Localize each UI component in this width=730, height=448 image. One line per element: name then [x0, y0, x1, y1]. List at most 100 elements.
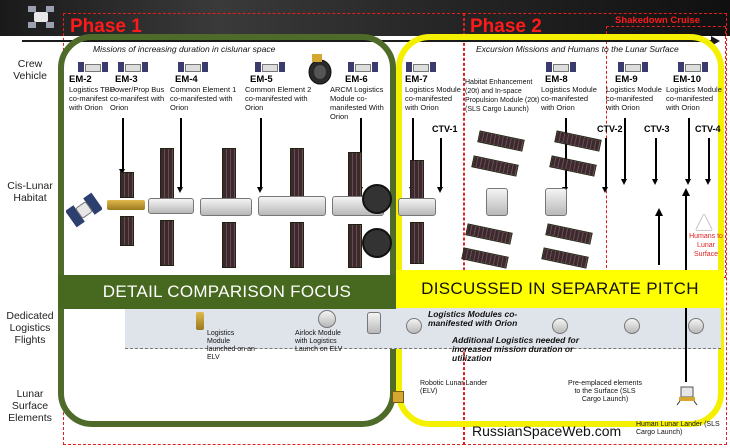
orion-icon [118, 62, 148, 72]
row-label-surface: Lunar Surface Elements [8, 388, 52, 424]
solar-array [348, 152, 362, 200]
habitat-module [107, 200, 145, 210]
orion-icon [546, 62, 576, 72]
habitat-module [486, 188, 508, 216]
arrow-up [658, 215, 660, 265]
arrow-down [562, 118, 568, 193]
arcm-dish-icon [362, 184, 392, 214]
airlock-label: Airlock Module with Logistics Launch on … [295, 330, 343, 353]
orion-icon [678, 62, 708, 72]
elv-logistics-label: Logistics Module launched on an ELV [207, 330, 255, 361]
arrow-down [119, 118, 125, 175]
orion-icon [255, 62, 285, 72]
orion-icon [78, 62, 108, 72]
solar-array [160, 148, 174, 200]
arrow-down [602, 138, 608, 193]
habitat-module [148, 198, 194, 214]
humans-to-surface-label: Humans to Lunar Surface [689, 233, 723, 258]
arrow-down [257, 118, 263, 193]
arrow-down [652, 138, 658, 185]
mission-em9-title: EM-9 [615, 74, 638, 85]
human-lander-label: Human Lunar Lander (SLS Cargo Launch) [636, 421, 720, 436]
additional-logistics-caption: Additional Logistics needed for increase… [452, 335, 580, 363]
ctv-3-label: CTV-3 [644, 124, 670, 134]
mission-em7-desc: Logistics Module co-manifested with Orio… [405, 85, 461, 112]
arrow-down [705, 138, 711, 185]
phase-2-title: Phase 2 [470, 16, 542, 37]
robotic-lander-icon [392, 391, 404, 403]
phase-2-outline [463, 13, 727, 445]
mission-em6-desc: ARCM Logistics Module co-manifested With… [330, 85, 384, 121]
mission-em7-title: EM-7 [405, 74, 428, 85]
mission-em2-desc: Logistics TBD co-manifest with Orion [69, 85, 116, 112]
detail-comparison-band: DETAIL COMPARISON FOCUS [58, 275, 396, 309]
arrow-down [685, 118, 691, 185]
logistics-module-icon [552, 318, 568, 334]
phase-1-subtitle: Missions of increasing duration in cislu… [93, 44, 276, 54]
mission-em9-desc: Logistics Module co-manifested with Orio… [606, 85, 662, 112]
arrow-down [177, 118, 183, 193]
orion-icon [178, 62, 208, 72]
mission-em5-title: EM-5 [250, 74, 273, 85]
habitat-module [398, 198, 436, 216]
solar-array [120, 172, 134, 198]
solar-array [410, 160, 424, 202]
mission-em4-title: EM-4 [175, 74, 198, 85]
phase-2-subtitle: Excursion Missions and Humans to the Lun… [476, 44, 679, 54]
habitat-module [545, 188, 567, 216]
logistics-module-icon [624, 318, 640, 334]
ctv-4-label: CTV-4 [695, 124, 721, 134]
logistics-module-icon [688, 318, 704, 334]
mission-em5-desc: Common Element 2 co-manifested with Orio… [245, 85, 312, 112]
solar-array [160, 220, 174, 266]
mission-em10-title: EM-10 [673, 74, 701, 85]
phase-2-box [396, 34, 724, 427]
ctv-1-label: CTV-1 [432, 124, 458, 134]
mission-em3-desc: Power/Prop Bus co-manifest with Orion [110, 85, 165, 112]
habitat-stack-em2 [65, 190, 103, 230]
phase-1-title: Phase 1 [70, 16, 142, 37]
solar-array [410, 222, 424, 264]
arcm-icon [304, 52, 332, 86]
station-icon [26, 4, 56, 30]
habitat-module [200, 198, 252, 216]
preemplaced-label: Pre-emplaced elements to the Surface (SL… [568, 380, 642, 403]
mission-em2-title: EM-2 [69, 74, 92, 85]
solar-array [290, 148, 304, 200]
solar-array [290, 222, 304, 268]
row-label-crew: Crew Vehicle [13, 58, 47, 82]
human-lander-icon [676, 384, 698, 406]
comanifest-caption: Logistics Modules co-manifested with Ori… [428, 309, 518, 328]
orion-icon [348, 62, 378, 72]
orion-icon [406, 62, 436, 72]
row-label-logistics: Dedicated Logistics Flights [6, 310, 54, 346]
header-strip [0, 0, 730, 36]
habitat-enhancement-desc: Habitat Enhancement (20t) and In-space P… [465, 79, 540, 113]
logistics-band [125, 307, 721, 349]
ctv-2-label: CTV-2 [597, 124, 623, 134]
solar-array [120, 216, 134, 246]
triangle-icon [696, 214, 712, 230]
logistics-module-icon [196, 312, 204, 330]
robotic-lander-label: Robotic Lunar Lander (ELV) [420, 380, 488, 395]
solar-array [348, 224, 362, 268]
arrow-up-head [682, 188, 690, 196]
airlock-module-icon [318, 310, 336, 328]
orion-icon [618, 62, 648, 72]
mission-em8-title: EM-8 [545, 74, 568, 85]
solar-array [222, 148, 236, 200]
mission-em3-title: EM-3 [115, 74, 138, 85]
row-label-habitat: Cis-Lunar Habitat [7, 180, 53, 204]
mission-em4-desc: Common Element 1 co-manifested with Orio… [170, 85, 237, 112]
arcm-dish-icon [362, 228, 392, 258]
arrow-down [437, 138, 443, 193]
arrow-down [621, 118, 627, 185]
solar-array [222, 222, 236, 268]
phase-1-box [58, 34, 396, 427]
logistics-module-icon [367, 312, 381, 334]
watermark: RussianSpaceWeb.com [472, 423, 622, 439]
mission-em8-desc: Logistics Module co-manifested with Orio… [541, 85, 597, 112]
habitat-module [258, 196, 326, 216]
mission-em10-desc: Logistics Module co-manifested with Orio… [666, 85, 722, 112]
separate-pitch-band: DISCUSSED IN SEPARATE PITCH [396, 270, 724, 308]
